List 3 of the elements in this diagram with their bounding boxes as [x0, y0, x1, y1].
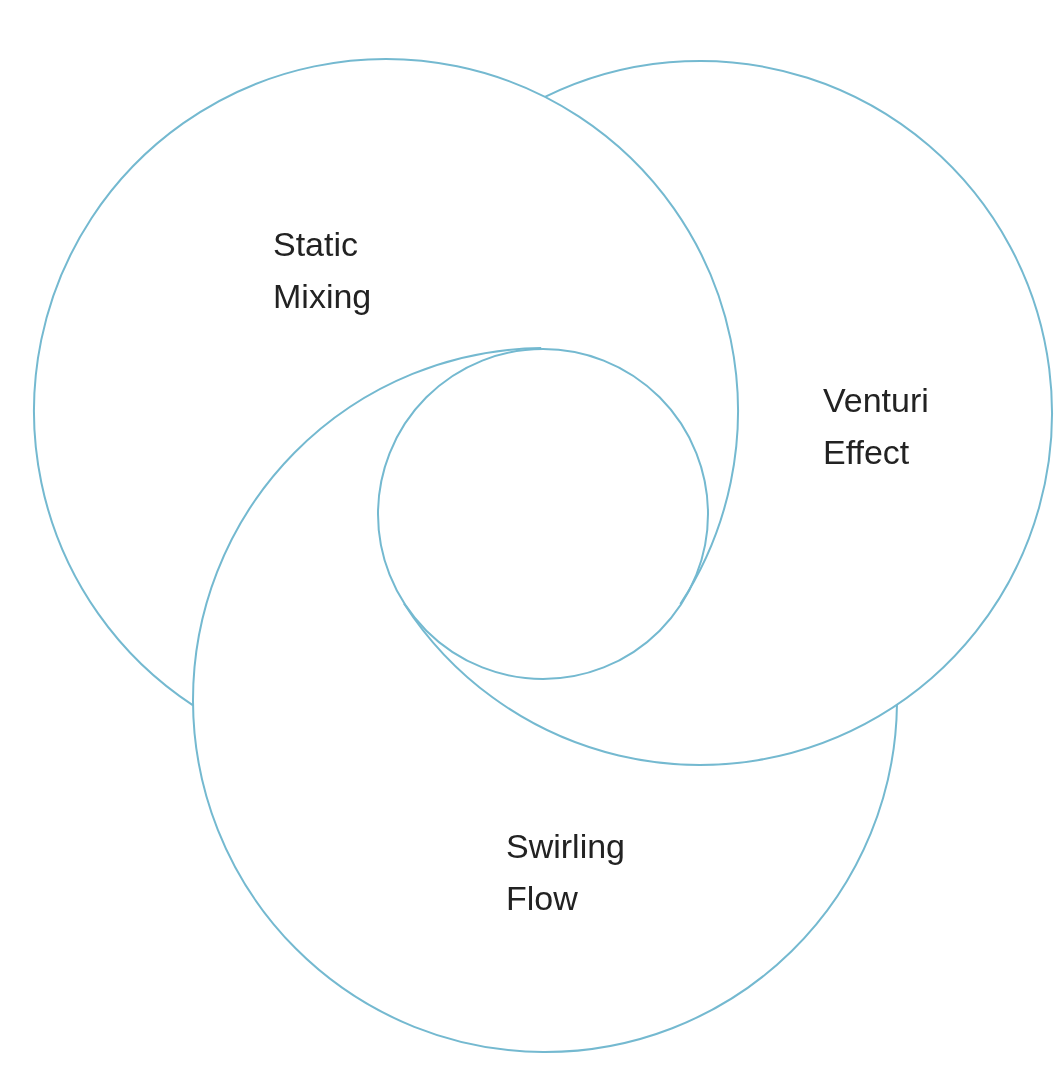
circle-label: Venturi Effect — [823, 380, 930, 473]
circle-label: Swirling Flow — [506, 826, 627, 919]
circle-label: Static Mixing — [273, 224, 373, 317]
